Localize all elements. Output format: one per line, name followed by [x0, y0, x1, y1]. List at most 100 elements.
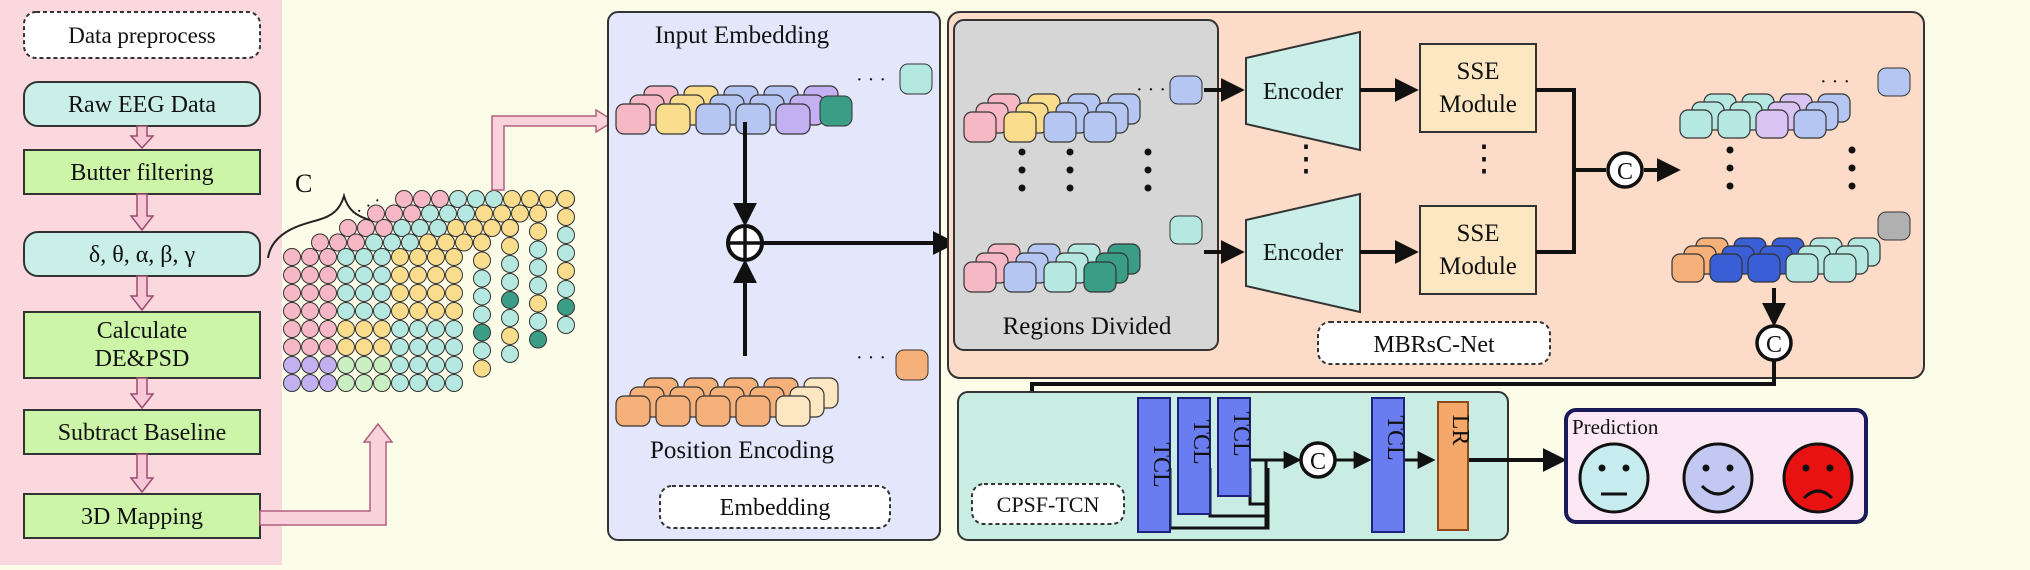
- regions-divided-label: Regions Divided: [1003, 313, 1172, 340]
- cube-cell: [339, 219, 357, 237]
- input-embedding-label: Input Embedding: [655, 22, 830, 49]
- cube-brace: [267, 192, 371, 259]
- output-ellipsis: · · ·: [1820, 71, 1850, 93]
- cube-cell: [529, 330, 547, 349]
- cube-cell: [373, 320, 391, 338]
- cube-cell: [337, 338, 355, 356]
- token: [615, 395, 651, 427]
- token: [963, 261, 997, 293]
- cube-cell: [427, 320, 445, 338]
- concat-cpsf-label: C: [1310, 449, 1326, 475]
- cube-cell: [409, 320, 427, 338]
- encoder-top-label: Encoder: [1263, 79, 1343, 105]
- sse-bottom-line2: Module: [1439, 253, 1517, 280]
- token: [655, 395, 691, 427]
- token: [963, 111, 997, 143]
- cube-cell: [367, 204, 385, 223]
- cube-cell: [283, 266, 301, 284]
- cube-cell: [475, 204, 493, 223]
- flow-arrows-pink: [259, 108, 616, 526]
- cube-cell: [557, 226, 575, 244]
- cube-cell: [301, 338, 319, 356]
- sse-top-line1: SSE: [1456, 58, 1499, 85]
- step-de-psd-label-2: DE&PSD: [95, 346, 190, 372]
- token: [1709, 253, 1743, 283]
- cube-cell: [355, 338, 373, 356]
- cube-cell: [431, 190, 449, 208]
- cube-cell: [409, 356, 427, 374]
- cube-cell: [409, 248, 427, 266]
- cube-cell: [529, 240, 547, 259]
- cube-cell: [409, 302, 427, 320]
- token: [1793, 109, 1827, 139]
- cube-cell: [445, 248, 463, 266]
- cube-cell: [373, 248, 391, 266]
- embedding-title: Embedding: [720, 495, 831, 521]
- cube-cell: [403, 204, 421, 223]
- region-ellipsis: · · ·: [1136, 79, 1166, 101]
- cube-cell: [529, 312, 547, 331]
- cube-cell: [557, 316, 575, 334]
- prediction-title: Prediction: [1572, 415, 1659, 439]
- cube-cell: [439, 204, 457, 223]
- cube-cell: [355, 356, 373, 374]
- token: [1671, 253, 1705, 283]
- token: [1083, 111, 1117, 143]
- cube-cell: [391, 374, 409, 392]
- cube-cell: [501, 327, 519, 345]
- cube-cell: [301, 284, 319, 302]
- position-ellipsis: · · ·: [856, 347, 886, 369]
- cube-cell: [457, 204, 475, 223]
- cube-cell: [445, 302, 463, 320]
- cube-cell: [329, 233, 347, 252]
- cube-cell: [283, 320, 301, 338]
- cube-cell: [373, 284, 391, 302]
- token: [1785, 253, 1819, 283]
- token: [1747, 253, 1781, 283]
- cube-cell: [413, 190, 431, 208]
- cube-cell: [355, 302, 373, 320]
- cube-cell: [337, 266, 355, 284]
- token: [735, 395, 771, 427]
- step-3d-mapping-label: 3D Mapping: [81, 504, 203, 530]
- preprocess-panel: Data preprocess Raw EEG Data Butter filt…: [0, 0, 282, 565]
- cube-cell: [319, 302, 337, 320]
- cube-cell: [319, 284, 337, 302]
- cube-cell: [337, 302, 355, 320]
- cube-cell: [337, 374, 355, 392]
- sse-module-top: SSE Module: [1419, 43, 1537, 133]
- cube-cell: [557, 244, 575, 262]
- cube-cell: [301, 374, 319, 392]
- token: [895, 349, 929, 381]
- cube-cell: [355, 284, 373, 302]
- step-butter-label: Butter filtering: [70, 160, 213, 186]
- cube-cell: [445, 266, 463, 284]
- face-sad-icon: [1782, 442, 1854, 514]
- cube-cell: [557, 298, 575, 316]
- preprocess-title: Data preprocess: [68, 23, 216, 48]
- concat-node-output: C: [1755, 324, 1793, 362]
- add-junction: [726, 122, 957, 356]
- cube-cell: [319, 320, 337, 338]
- cube-cell: [529, 222, 547, 241]
- cube-cell: [391, 266, 409, 284]
- cube-cell: [355, 248, 373, 266]
- cube-cell: [301, 266, 319, 284]
- token: [1169, 75, 1203, 105]
- concat-output-label: C: [1766, 332, 1782, 358]
- cube-cell: [449, 190, 467, 208]
- token: [1717, 109, 1751, 139]
- cube-cell: [429, 219, 447, 237]
- cube-cell: [411, 219, 429, 237]
- cube-cell: [427, 248, 445, 266]
- cube-cell: [427, 374, 445, 392]
- token: [819, 95, 853, 127]
- encoder-vdots: ⋮: [1288, 138, 1324, 178]
- cube-cell: [445, 374, 463, 392]
- cube-cell: [283, 338, 301, 356]
- cube-cell: [385, 204, 403, 223]
- cube-cell: [501, 237, 519, 255]
- cube-cell: [373, 338, 391, 356]
- cube-cell: [529, 276, 547, 295]
